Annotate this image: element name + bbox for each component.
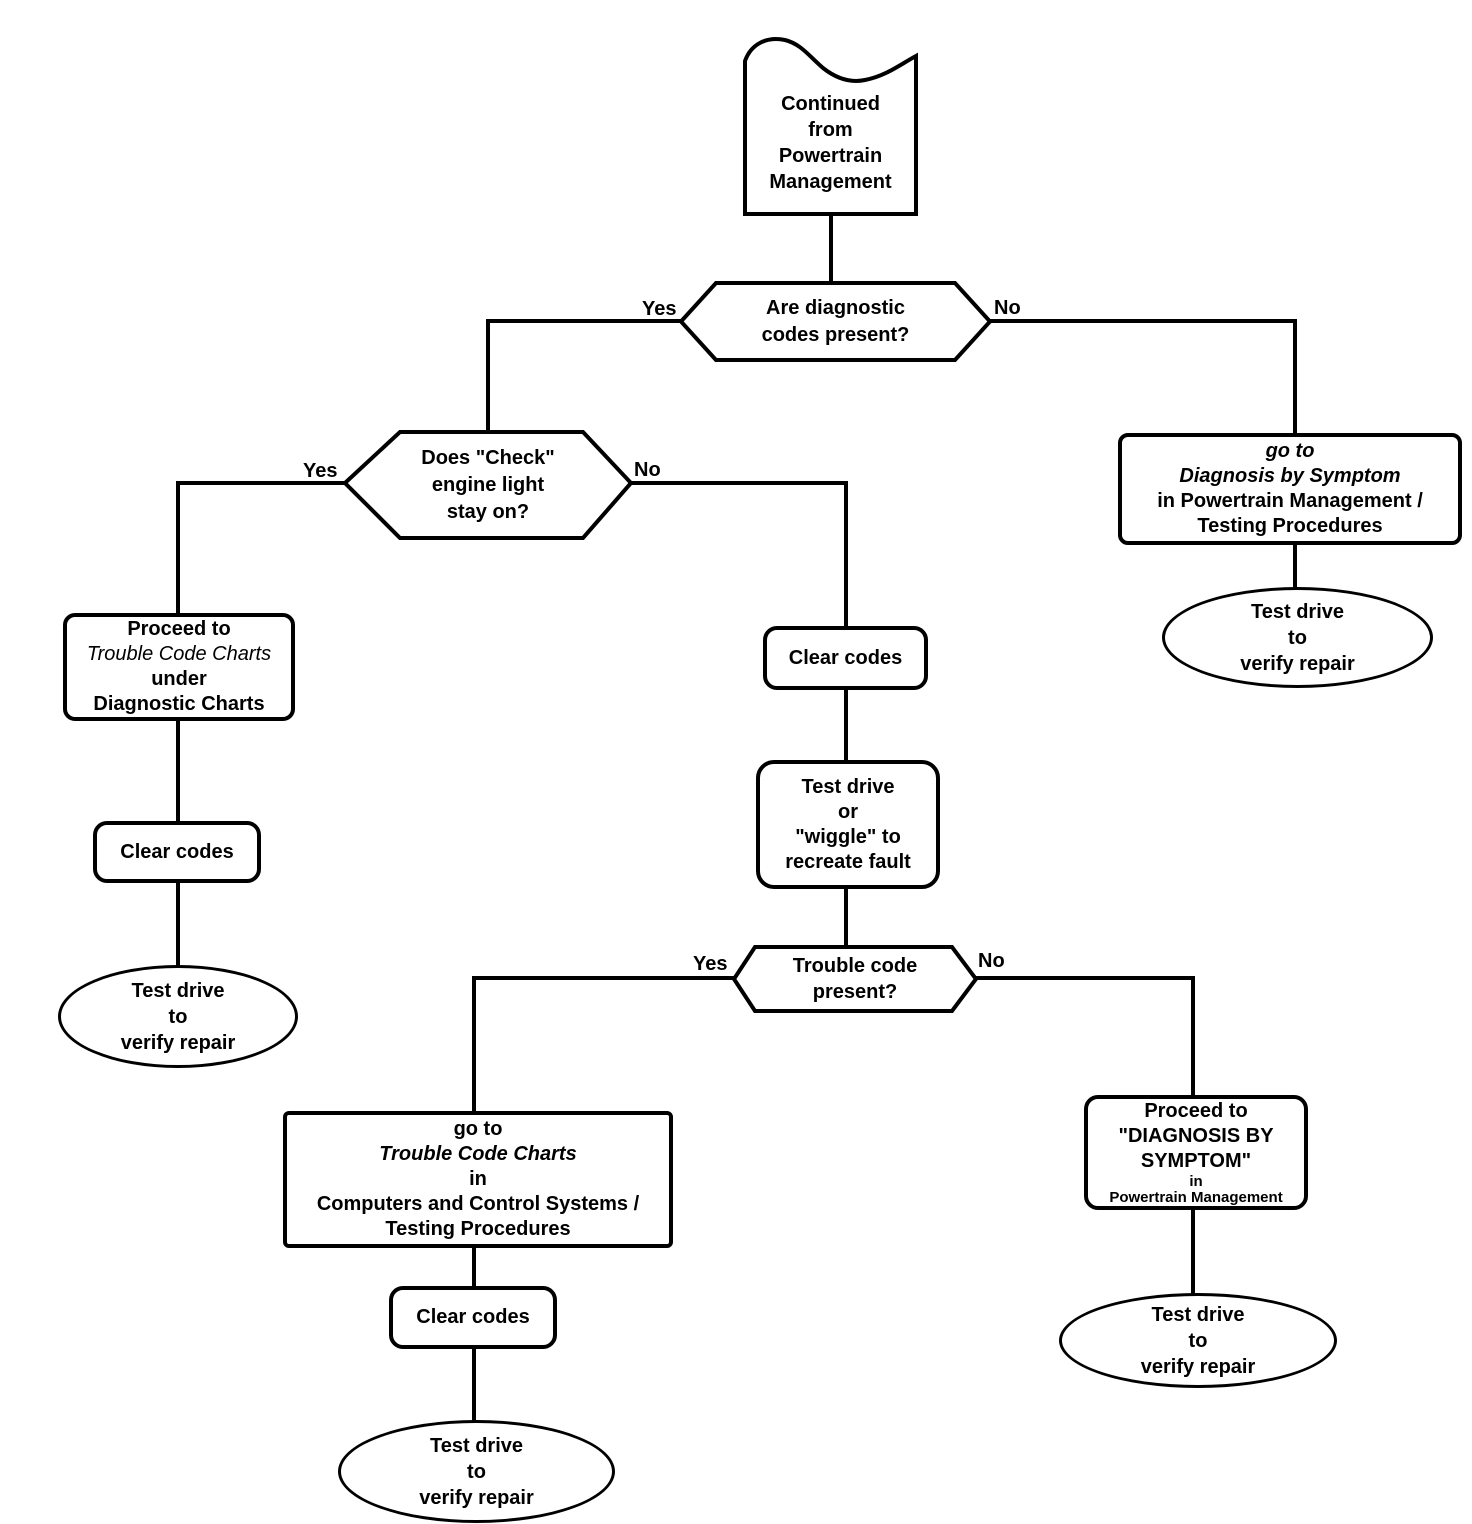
node-text-line: go to bbox=[1265, 440, 1315, 462]
process-proceed-to-trouble-code-charts: Proceed to Trouble Code Charts under Dia… bbox=[63, 613, 295, 721]
connector bbox=[472, 976, 734, 980]
node-text-line: Testing Procedures bbox=[1197, 515, 1383, 537]
branch-label-yes: Yes bbox=[303, 460, 338, 482]
node-text-line: codes present? bbox=[761, 323, 910, 346]
node-text-line: Powertrain bbox=[778, 145, 883, 167]
connector bbox=[176, 881, 180, 969]
node-text-line: from bbox=[808, 119, 853, 141]
connector bbox=[1191, 976, 1195, 1097]
connector bbox=[472, 1245, 476, 1288]
node-text-line: Test drive bbox=[801, 775, 895, 798]
node-text-line: Diagnostic Charts bbox=[93, 693, 265, 715]
terminator-test-drive-verify-repair: Test drive to verify repair bbox=[1059, 1293, 1337, 1388]
node-text-line: Clear codes bbox=[120, 840, 234, 863]
connector bbox=[486, 319, 490, 432]
hexagon-shape bbox=[343, 430, 633, 540]
node-text-line: in bbox=[469, 1168, 487, 1190]
decision-trouble-code-present: Trouble code present? bbox=[732, 945, 978, 1013]
node-text-line: to bbox=[1188, 1329, 1208, 1352]
node-text-line: Test drive bbox=[131, 979, 225, 1002]
node-text-line: Test drive bbox=[430, 1434, 523, 1457]
connector bbox=[176, 481, 345, 485]
process-clear-codes: Clear codes bbox=[763, 626, 928, 690]
node-text-line: Proceed to bbox=[127, 618, 231, 640]
connector bbox=[829, 215, 833, 283]
node-text-line: Management bbox=[769, 171, 892, 193]
connector bbox=[631, 481, 848, 485]
node-text-line: Trouble Code Charts bbox=[86, 643, 272, 665]
hexagon-shape bbox=[679, 281, 992, 362]
process-goto-trouble-code-charts: go to Trouble Code Charts in Computers a… bbox=[283, 1111, 673, 1248]
node-text-line: in Powertrain Management / bbox=[1157, 490, 1423, 512]
node-text-line: Are diagnostic bbox=[766, 296, 905, 319]
branch-label-yes: Yes bbox=[693, 953, 728, 975]
node-text-line: present? bbox=[812, 981, 898, 1003]
branch-label-no: No bbox=[994, 297, 1021, 319]
node-text-line: "wiggle" to bbox=[795, 825, 901, 848]
node-text-line: "DIAGNOSIS BY bbox=[1118, 1125, 1274, 1147]
process-clear-codes: Clear codes bbox=[389, 1286, 557, 1349]
node-text-line: verify repair bbox=[120, 1031, 236, 1054]
node-text-line: to bbox=[467, 1460, 486, 1483]
connector bbox=[176, 718, 180, 823]
node-text-line: verify repair bbox=[1140, 1355, 1256, 1378]
connector bbox=[486, 319, 681, 323]
node-text-line: recreate fault bbox=[785, 850, 911, 873]
node-text-line: Trouble code bbox=[792, 955, 918, 977]
connector bbox=[1293, 319, 1297, 435]
connector bbox=[1191, 1208, 1195, 1295]
terminator-test-drive-verify-repair: Test drive to verify repair bbox=[1162, 587, 1433, 688]
node-text-line: Continued bbox=[781, 93, 880, 115]
node-text-line: Does "Check" bbox=[421, 446, 555, 469]
process-clear-codes: Clear codes bbox=[93, 821, 261, 883]
node-text-line: verify repair bbox=[1240, 652, 1355, 675]
decision-are-diagnostic-codes-present: Are diagnostic codes present? bbox=[679, 281, 992, 362]
node-text-line: Diagnosis by Symptom bbox=[1179, 465, 1401, 487]
process-proceed-diagnosis-by-symptom: Proceed to "DIAGNOSIS BY SYMPTOM" in Pow… bbox=[1084, 1095, 1308, 1210]
node-text-line: Test drive bbox=[1251, 600, 1344, 623]
node-text-line: Clear codes bbox=[788, 646, 903, 669]
connector bbox=[844, 481, 848, 628]
node-text-line: Computers and Control Systems / bbox=[316, 1193, 640, 1215]
node-text-line: verify repair bbox=[419, 1486, 534, 1509]
node-text-line: in bbox=[1189, 1173, 1203, 1190]
node-text-line: stay on? bbox=[446, 500, 530, 523]
terminator-test-drive-verify-repair: Test drive to verify repair bbox=[58, 965, 298, 1068]
connector bbox=[844, 688, 848, 762]
node-text-line: Test drive bbox=[1151, 1303, 1245, 1326]
node-continued-from-powertrain: Continued from Powertrain Management bbox=[743, 35, 918, 217]
node-text-line: or bbox=[838, 800, 858, 823]
connector bbox=[1293, 541, 1297, 591]
connector bbox=[472, 976, 476, 1113]
node-text-line: to bbox=[1288, 626, 1307, 649]
node-text-line: Clear codes bbox=[416, 1306, 530, 1328]
connector bbox=[976, 976, 1195, 980]
connector bbox=[844, 887, 848, 947]
connector bbox=[990, 319, 1297, 323]
node-text-line: to bbox=[168, 1005, 188, 1028]
terminator-test-drive-verify-repair: Test drive to verify repair bbox=[338, 1420, 615, 1523]
process-goto-diagnosis-by-symptom: go to Diagnosis by Symptom in Powertrain… bbox=[1118, 433, 1462, 545]
branch-label-no: No bbox=[634, 459, 661, 481]
node-text-line: Testing Procedures bbox=[385, 1218, 571, 1240]
hexagon-shape bbox=[732, 945, 978, 1013]
node-text-line: engine light bbox=[431, 473, 545, 496]
node-text-line: under bbox=[151, 668, 207, 690]
connector bbox=[176, 481, 180, 615]
node-text-line: Powertrain Management bbox=[1109, 1189, 1283, 1206]
process-test-drive-or-wiggle: Test drive or "wiggle" to recreate fault bbox=[756, 760, 940, 889]
node-text-line: Trouble Code Charts bbox=[379, 1143, 577, 1165]
node-text-line: Proceed to bbox=[1144, 1100, 1248, 1122]
connector bbox=[472, 1347, 476, 1422]
node-text-line: go to bbox=[453, 1118, 503, 1140]
decision-check-engine-light-stay-on: Does "Check" engine light stay on? bbox=[343, 430, 633, 540]
branch-label-no: No bbox=[978, 950, 1005, 972]
node-text-line: SYMPTOM" bbox=[1140, 1150, 1252, 1172]
branch-label-yes: Yes bbox=[642, 298, 677, 320]
torn-page-shape bbox=[743, 37, 918, 216]
